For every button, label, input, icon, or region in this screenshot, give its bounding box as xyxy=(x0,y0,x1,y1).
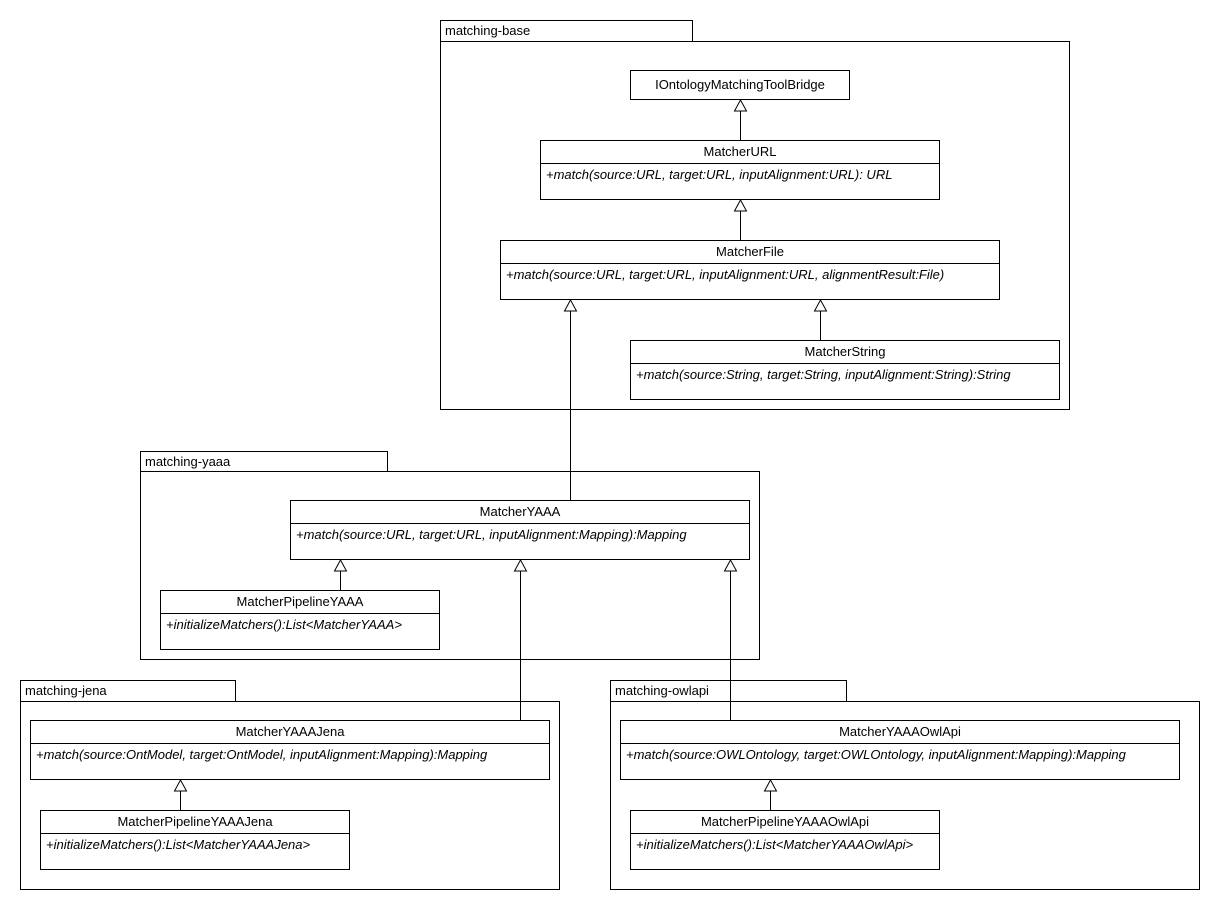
class-matcherstring: MatcherString +match(source:String, targ… xyxy=(630,340,1060,400)
package-tab-matching-base: matching-base xyxy=(440,20,693,42)
class-matcherpipelineyaaajena: MatcherPipelineYAAAJena +initializeMatch… xyxy=(40,810,350,870)
class-operation: +match(source:URL, target:URL, inputAlig… xyxy=(546,167,893,182)
class-name: MatcherYAAAJena xyxy=(31,721,549,744)
class-operation: +match(source:URL, target:URL, inputAlig… xyxy=(506,267,945,282)
package-tab-matching-owlapi: matching-owlapi xyxy=(610,680,847,702)
class-operation: +initializeMatchers():List<MatcherYAAAJe… xyxy=(46,837,311,852)
class-operation: +match(source:URL, target:URL, inputAlig… xyxy=(296,527,687,542)
class-name: MatcherString xyxy=(631,341,1059,364)
class-name: MatcherYAAAOwlApi xyxy=(621,721,1179,744)
class-matcherurl: MatcherURL +match(source:URL, target:URL… xyxy=(540,140,940,200)
package-tab-matching-jena: matching-jena xyxy=(20,680,236,702)
class-matcheryaaaowlapi: MatcherYAAAOwlApi +match(source:OWLOntol… xyxy=(620,720,1180,780)
class-matcherpipelineyaaaowlapi: MatcherPipelineYAAAOwlApi +initializeMat… xyxy=(630,810,940,870)
class-operation: +match(source:OntModel, target:OntModel,… xyxy=(36,747,488,762)
class-matcherfile: MatcherFile +match(source:URL, target:UR… xyxy=(500,240,1000,300)
class-name: MatcherYAAA xyxy=(291,501,749,524)
class-matcherpipelineyaaa: MatcherPipelineYAAA +initializeMatchers(… xyxy=(160,590,440,650)
class-matcheryaaa: MatcherYAAA +match(source:URL, target:UR… xyxy=(290,500,750,560)
class-name: MatcherPipelineYAAAOwlApi xyxy=(631,811,939,834)
class-operation: +match(source:String, target:String, inp… xyxy=(636,367,1011,382)
class-operation: +match(source:OWLOntology, target:OWLOnt… xyxy=(626,747,1126,762)
class-matcheryaaajena: MatcherYAAAJena +match(source:OntModel, … xyxy=(30,720,550,780)
class-name: MatcherURL xyxy=(541,141,939,164)
class-operation: +initializeMatchers():List<MatcherYAAAOw… xyxy=(636,837,914,852)
class-name: MatcherFile xyxy=(501,241,999,264)
class-name: MatcherPipelineYAAA xyxy=(161,591,439,614)
class-iontologymatchingtoolbridge: IOntologyMatchingToolBridge xyxy=(630,70,850,100)
class-name: MatcherPipelineYAAAJena xyxy=(41,811,349,834)
package-tab-matching-yaaa: matching-yaaa xyxy=(140,451,388,472)
class-operation: +initializeMatchers():List<MatcherYAAA> xyxy=(166,617,402,632)
